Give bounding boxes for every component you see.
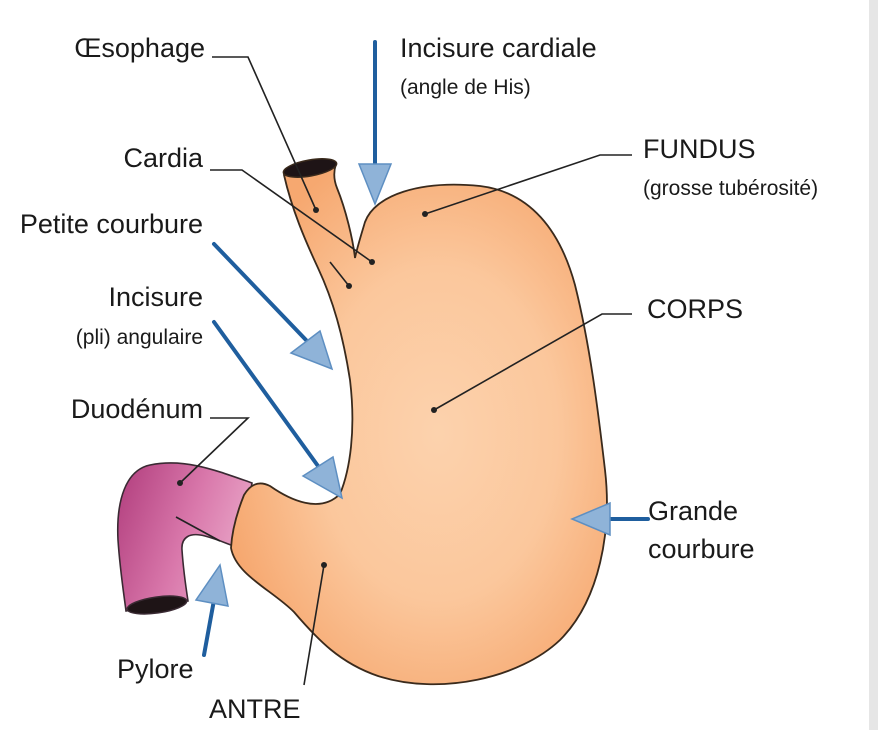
arrow-petite-courbure — [212, 242, 334, 371]
leader-fundus — [424, 154, 632, 215]
label-duodenum: Duodénum — [71, 394, 203, 424]
label-cardia: Cardia — [123, 143, 204, 173]
label-pylore: Pylore — [117, 654, 194, 684]
oesophagus-lumen — [282, 158, 338, 178]
label-fundus-sub: (grosse tubérosité) — [643, 177, 818, 200]
duodenum-lumen — [126, 595, 188, 615]
leader-cardia-point — [329, 261, 350, 287]
label-fundus: FUNDUS — [643, 134, 756, 164]
leader-oesophage — [212, 56, 317, 211]
leader-dots — [177, 207, 437, 568]
leader-antre — [303, 564, 325, 686]
leader-cardia — [210, 169, 373, 263]
label-incisure-cardiale-sub: (angle de His) — [400, 76, 531, 99]
arrow-incisure-angulaire — [212, 320, 344, 500]
label-courbure: courbure — [648, 534, 755, 564]
label-incisure-cardiale: Incisure cardiale — [400, 33, 597, 63]
leader-lines — [175, 56, 632, 686]
label-antre: ANTRE — [209, 694, 301, 724]
leader-pylore-point — [175, 516, 221, 542]
label-oesophage: Œsophage — [74, 33, 205, 63]
page-edge — [869, 0, 878, 730]
arrow-pylore — [194, 563, 229, 657]
leader-corps — [433, 313, 632, 411]
label-corps: CORPS — [647, 294, 743, 324]
label-grande: Grande — [648, 496, 738, 526]
arrow-incisure-cardiale — [357, 40, 393, 207]
label-incisure-sub: (pli) angulaire — [76, 326, 203, 349]
arrow-grande-courbure — [570, 501, 650, 537]
duodenum-shape — [116, 462, 253, 612]
label-incisure: Incisure — [108, 282, 203, 312]
leader-duodenum — [179, 417, 250, 484]
stomach-shape — [230, 161, 608, 686]
label-petite-courbure: Petite courbure — [20, 209, 203, 239]
